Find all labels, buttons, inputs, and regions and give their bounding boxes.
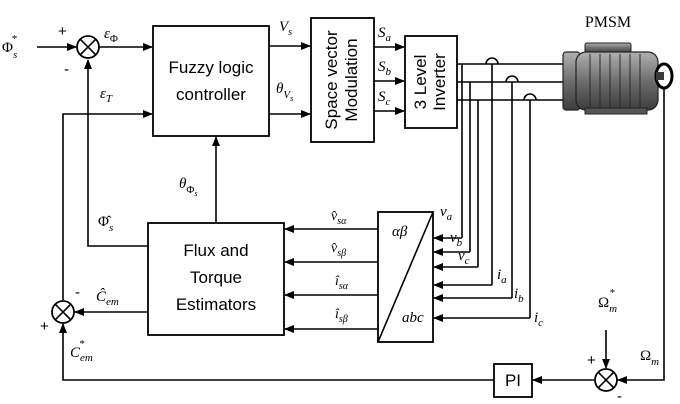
summing-junction-torque <box>51 300 75 324</box>
sa-label: Sa <box>378 25 392 44</box>
signal-wires <box>37 42 665 384</box>
vb-label: vb <box>450 230 463 249</box>
estimator-label-line1: Flux and <box>183 241 248 260</box>
torque-ref-label: Cem* <box>70 338 93 364</box>
space-vector-modulation-block: Space vector Modulation <box>310 17 375 143</box>
inverter-label-line2: Inverter <box>430 53 449 111</box>
transform-abc-label: abc <box>402 310 424 326</box>
sum3-minus-sign: - <box>617 388 622 404</box>
fuzzy-logic-controller-block: Fuzzy logic controller <box>152 25 270 137</box>
speed-ref-label: Ωm* <box>598 287 617 315</box>
torque-estimate-label: Ĉem <box>96 288 119 308</box>
transform-alphabeta-label: αβ <box>392 224 408 240</box>
flux-torque-estimator-block: Flux and Torque Estimators <box>147 222 285 336</box>
sum1-plus-sign: + <box>58 23 67 40</box>
abc-alphabeta-transform-block: αβ abc <box>377 211 434 343</box>
theta-flux-label: θΦs <box>179 176 198 198</box>
summing-junction-flux <box>76 35 100 59</box>
vs-beta-label: v̂sβ <box>331 241 346 259</box>
svm-label-line1: Space vector <box>322 30 341 130</box>
svm-label-line2: Modulation <box>342 38 361 121</box>
summing-junction-speed <box>594 368 618 392</box>
ib-label: ib <box>514 286 524 305</box>
sum1-minus-sign: - <box>64 61 69 78</box>
estimator-label-line2: Torque <box>190 268 242 287</box>
motor-label: PMSM <box>585 14 631 31</box>
is-alpha-label: îsα <box>335 274 349 292</box>
vc-label: vc <box>458 248 470 267</box>
ia-label: ia <box>497 267 507 286</box>
va-label: va <box>440 204 453 223</box>
fuzzy-label-line2: controller <box>176 85 246 104</box>
estimator-label-line3: Estimators <box>176 295 256 314</box>
theta-vs-label: θVs <box>276 81 293 103</box>
signal-labels: Φs* + - εΦ εT Vs θVs θΦs Φ̂s - + Ĉem Cem… <box>2 19 659 404</box>
pmsm-motor: PMSM <box>562 14 674 115</box>
pi-label: PI <box>505 371 521 390</box>
inverter-block: 3 Level Inverter <box>404 35 458 129</box>
vs-label: Vs <box>279 19 292 38</box>
ic-label: ic <box>534 310 543 329</box>
flux-estimate-label: Φ̂s <box>98 214 113 234</box>
torque-error-label: εT <box>100 86 113 105</box>
inverter-label-line1: 3 Level <box>411 55 430 110</box>
sum3-plus-sign: + <box>587 352 596 369</box>
sum2-plus-sign: + <box>40 318 49 335</box>
sb-label: Sb <box>378 59 392 78</box>
vs-alpha-label: v̂sα <box>331 209 347 227</box>
sc-label: Sc <box>378 89 391 108</box>
speed-label: Ωm <box>640 348 659 368</box>
flux-ref-label: Φs* <box>2 33 17 61</box>
sum2-minus-sign: - <box>75 284 80 301</box>
flux-error-label: εΦ <box>104 26 118 45</box>
is-beta-label: îsβ <box>335 307 348 325</box>
pi-controller-block: PI <box>493 363 533 398</box>
fuzzy-label-line1: Fuzzy logic <box>168 58 254 77</box>
